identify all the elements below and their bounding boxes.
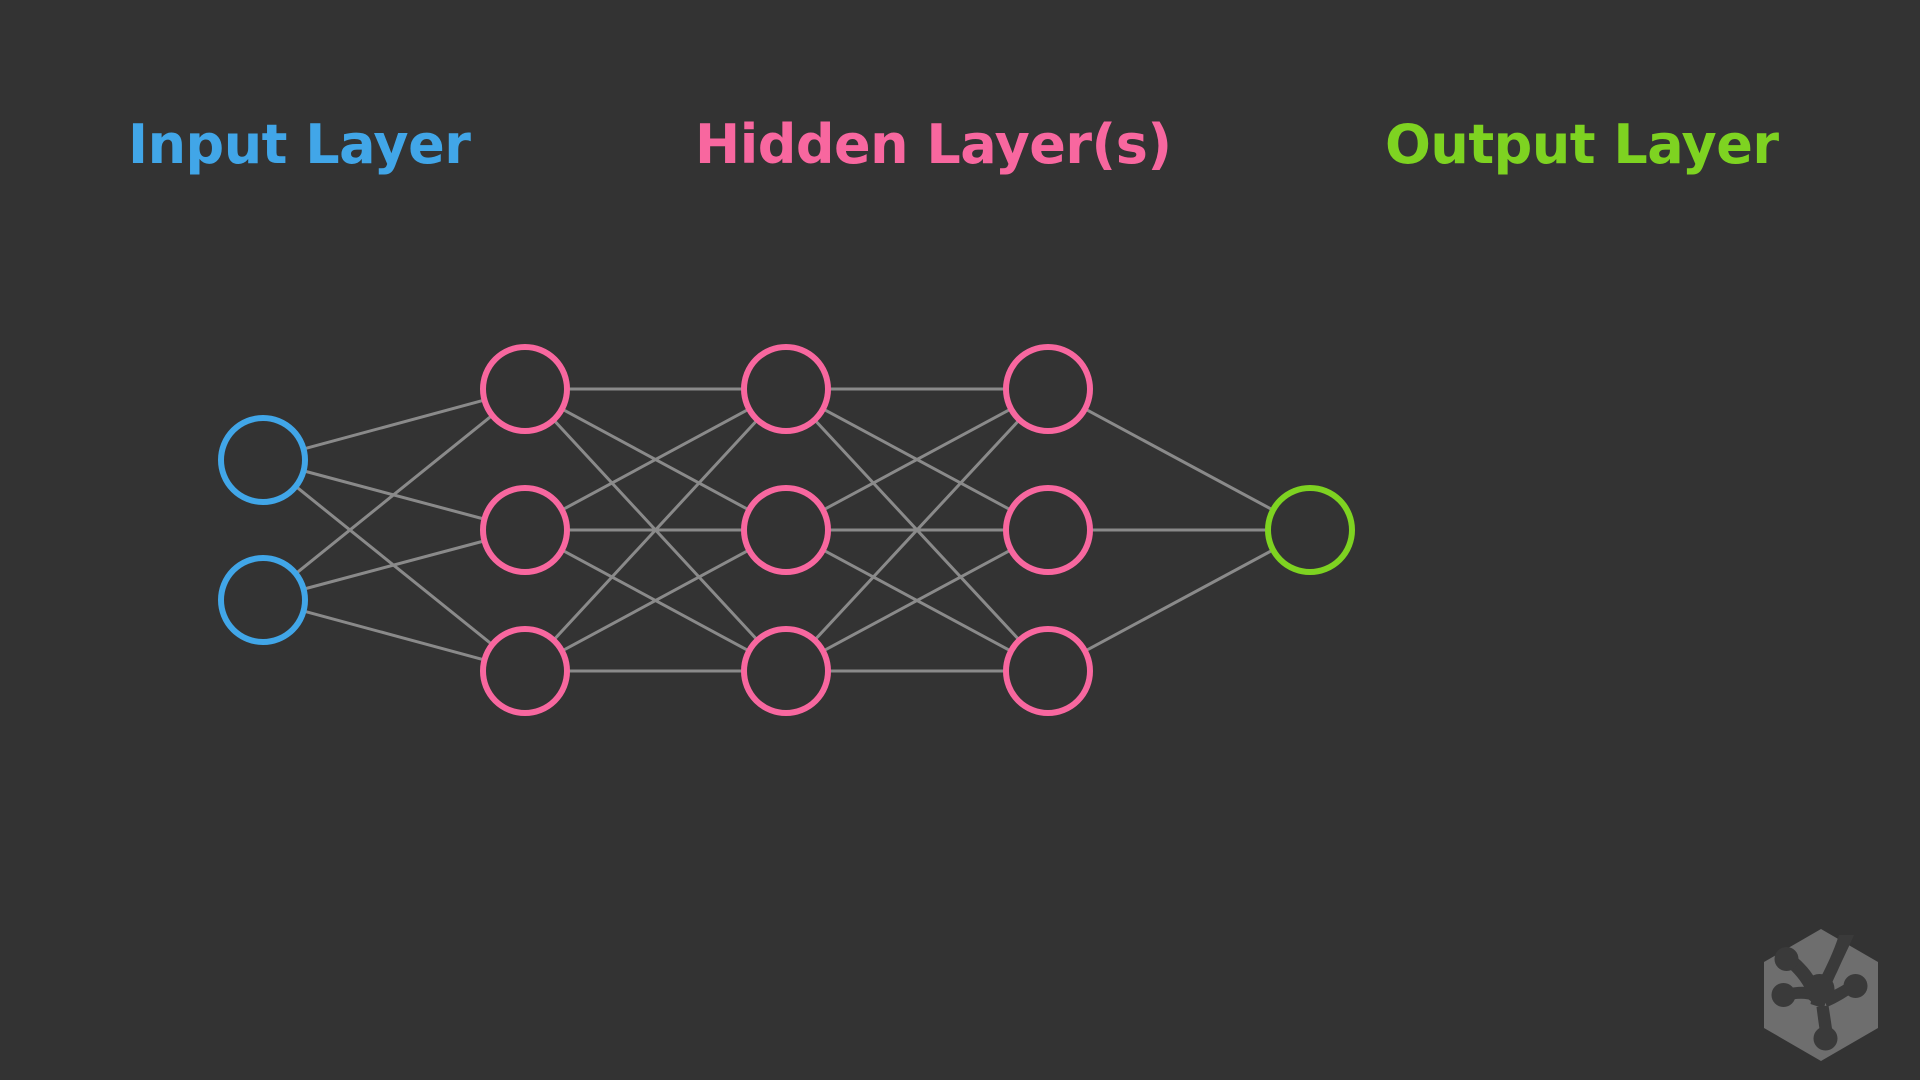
node-hidden bbox=[1003, 344, 1093, 434]
node-hidden bbox=[1003, 626, 1093, 716]
edges-group bbox=[296, 387, 1272, 673]
edge bbox=[304, 540, 484, 590]
nodes-group bbox=[218, 344, 1355, 716]
edge bbox=[304, 399, 484, 450]
node-input bbox=[218, 415, 308, 505]
edge bbox=[554, 420, 757, 640]
node-hidden bbox=[741, 485, 831, 575]
edge bbox=[563, 549, 748, 652]
edge bbox=[1086, 408, 1272, 511]
treehouse-logo-icon bbox=[1764, 929, 1878, 1061]
edge bbox=[824, 549, 1010, 652]
node-input bbox=[218, 555, 308, 645]
node-hidden bbox=[741, 344, 831, 434]
edge bbox=[563, 408, 748, 511]
node-hidden bbox=[1003, 485, 1093, 575]
edge bbox=[824, 408, 1010, 511]
edge bbox=[1086, 549, 1272, 652]
node-output bbox=[1265, 485, 1355, 575]
edge bbox=[296, 415, 492, 574]
node-hidden bbox=[480, 344, 570, 434]
edge bbox=[815, 420, 1019, 640]
node-hidden bbox=[480, 626, 570, 716]
node-hidden bbox=[741, 626, 831, 716]
edge bbox=[304, 610, 484, 661]
node-hidden bbox=[480, 485, 570, 575]
watermark-glyph bbox=[1771, 935, 1868, 1051]
